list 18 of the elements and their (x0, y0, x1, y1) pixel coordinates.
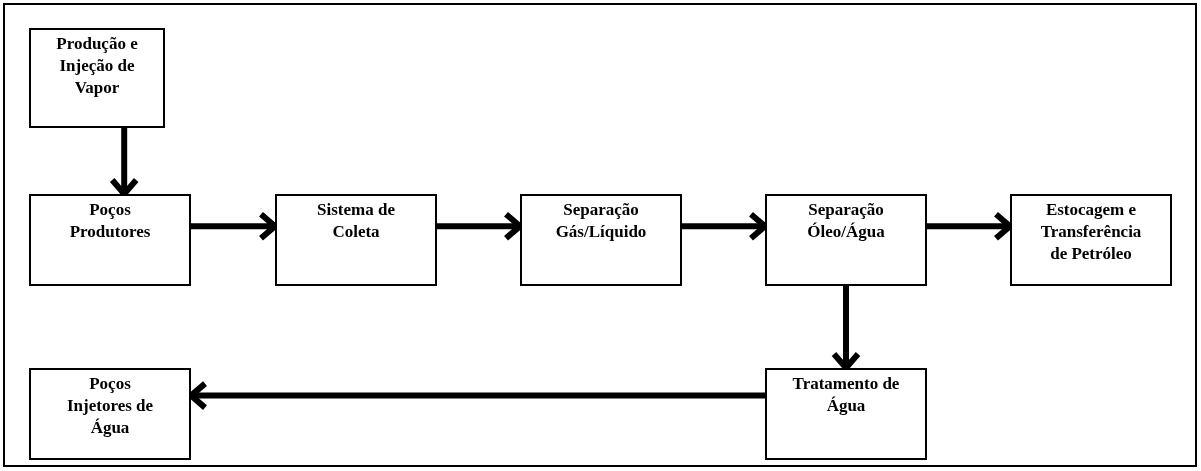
process-box (765, 194, 927, 286)
arrow (831, 286, 861, 371)
box-label: Produção e Injeção de Vapor (55, 33, 139, 99)
process-box (275, 194, 437, 286)
arrow (109, 128, 140, 197)
process-box (1010, 194, 1172, 286)
process-box (765, 368, 927, 460)
process-box (29, 28, 165, 128)
process-box (29, 368, 191, 460)
box-label: Poços Injetores de Água (65, 373, 155, 439)
box-label: Separação Gás/Líquido (554, 199, 648, 243)
box-label: Tratamento de Água (791, 373, 901, 417)
process-box (520, 194, 682, 286)
box-label: Estocagem e Transferência de Petróleo (1039, 199, 1143, 265)
process-box (29, 194, 191, 286)
box-label: Sistema de Coleta (316, 199, 396, 243)
box-label: Poços Produtores (68, 199, 152, 243)
box-label: Separação Óleo/Água (806, 199, 886, 243)
